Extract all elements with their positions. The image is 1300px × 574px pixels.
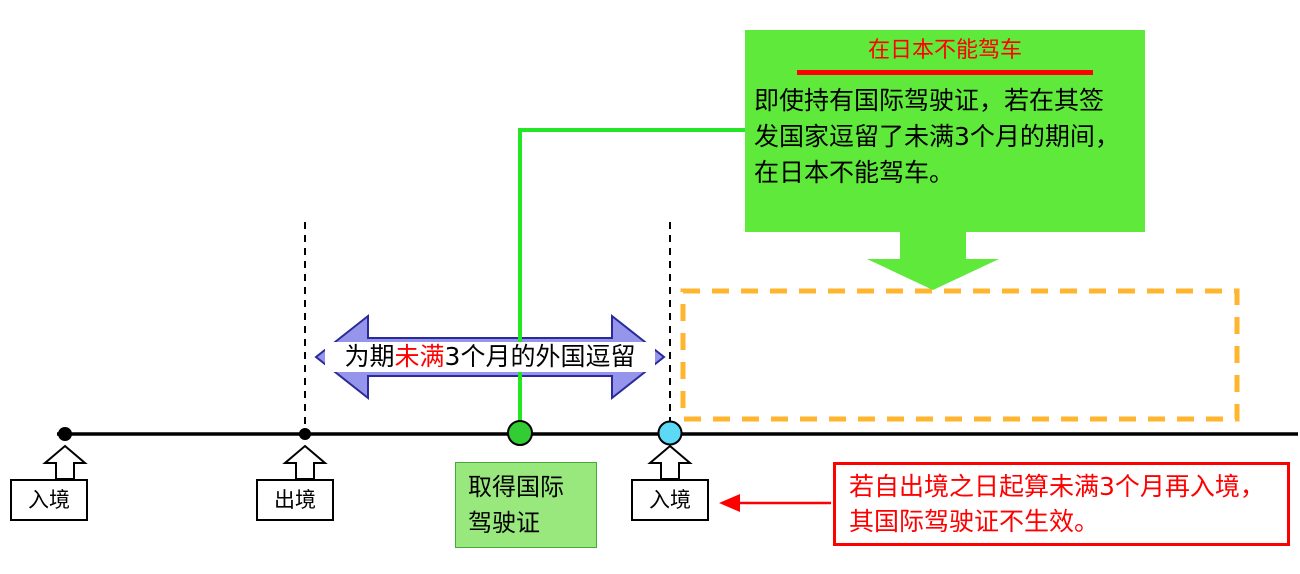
reentry-dot	[657, 420, 683, 446]
note-line: 其国际驾驶证不生效。	[849, 507, 1100, 536]
exit-dot	[299, 428, 311, 440]
permit-dot	[507, 420, 533, 446]
reentry-label: 入境	[631, 479, 709, 521]
permit-label-line: 取得国际	[468, 473, 564, 501]
duration-text-prefix: 为期	[344, 342, 395, 371]
callout-title: 在日本不能驾车	[867, 38, 1022, 63]
callout-down-arrow	[867, 230, 999, 290]
duration-text-highlight: 未满	[394, 342, 445, 371]
exit-label: 出境	[256, 479, 334, 521]
note-line: 若自出境之日起算未满3个月再入境，	[849, 472, 1265, 501]
entry1-label: 入境	[10, 479, 88, 521]
duration-text-suffix: 3个月的外国逗留	[444, 342, 636, 371]
callout-body: 即使持有国际驾驶证，若在其签 发国家逗留了未满3个月的期间， 在日本不能驾车。	[745, 83, 1145, 191]
permit-callout-connector-line	[518, 128, 745, 428]
invalid-period-dashed-box	[680, 288, 1240, 422]
reentry-up-arrow-icon	[647, 444, 693, 480]
stay-duration-label: 为期未满3个月的外国逗留	[325, 342, 655, 372]
note-arrow-head-icon	[719, 494, 740, 512]
permit-label-line: 驾驶证	[468, 509, 540, 537]
callout-body-line: 发国家逗留了未满3个月的期间，	[754, 122, 1120, 151]
callout-body-line: 在日本不能驾车。	[754, 158, 955, 187]
entry1-dot	[58, 427, 72, 441]
permit-label-box: 取得国际 驾驶证	[455, 462, 597, 548]
invalid-permit-note: 若自出境之日起算未满3个月再入境， 其国际驾驶证不生效。	[833, 462, 1290, 546]
entry1-up-arrow-icon	[42, 444, 88, 480]
callout-body-line: 即使持有国际驾驶证，若在其签	[754, 86, 1105, 115]
warning-callout: 在日本不能驾车 即使持有国际驾驶证，若在其签 发国家逗留了未满3个月的期间， 在…	[745, 30, 1145, 232]
callout-title-underline	[797, 70, 1093, 75]
exit-up-arrow-icon	[282, 444, 328, 480]
